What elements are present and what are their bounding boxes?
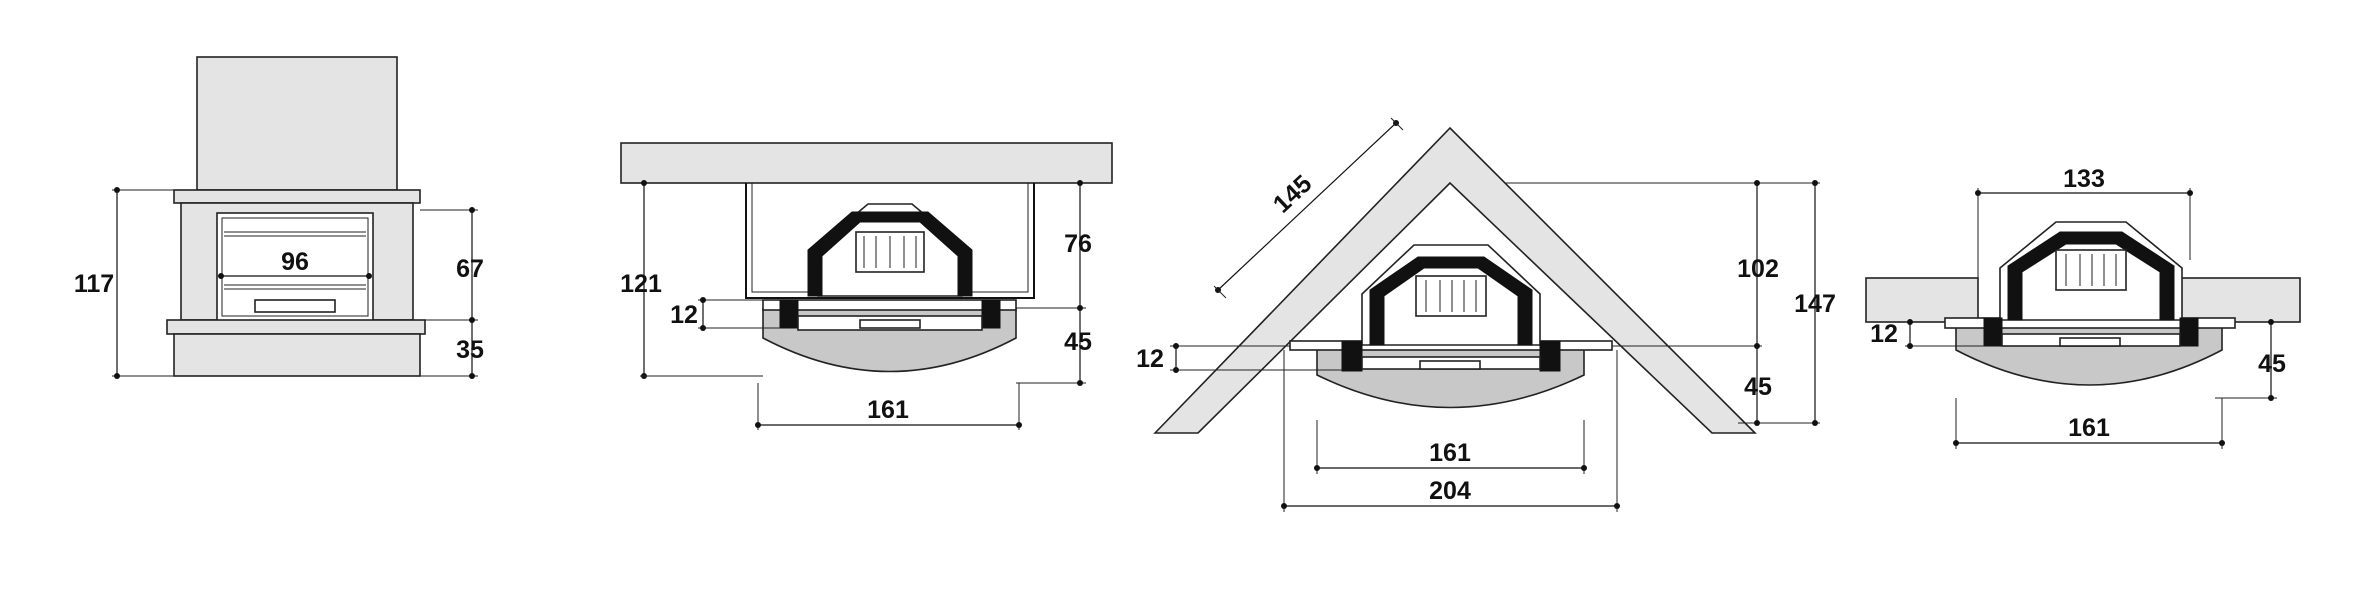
chimney-hood	[196, 56, 398, 191]
dimension-tick	[218, 273, 224, 279]
dimension-tick	[1907, 343, 1913, 349]
dim-inner-width: 161	[1429, 439, 1471, 467]
dim-outer-width: 204	[1429, 477, 1471, 505]
leg-right	[981, 299, 1001, 329]
dimension-tick	[2268, 319, 2274, 325]
dim-depth: 102	[1737, 255, 1779, 283]
dim-side-offset: 12	[1870, 320, 1898, 348]
hearth-slab	[166, 319, 426, 335]
hood-outline	[745, 183, 1035, 299]
dimension-tick	[2268, 395, 2274, 401]
dim-projection: 45	[1064, 328, 1092, 356]
front-elevation-view: 117 96 67 35	[74, 56, 484, 379]
leg-left	[779, 299, 799, 329]
firebox-lining	[2007, 231, 2175, 321]
dim-width: 161	[867, 396, 909, 424]
dim-projection: 45	[2258, 350, 2286, 378]
leg-left	[1983, 317, 2003, 347]
wall-right	[2179, 277, 2301, 323]
wall-recess-view: 133 12 45 161	[1865, 165, 2301, 449]
dimension-tick	[1314, 465, 1320, 471]
dim-upper-height: 67	[456, 255, 484, 283]
dimension-tick	[1173, 367, 1179, 373]
dimension-tick	[1953, 440, 1959, 446]
glass-door-frame	[221, 217, 369, 317]
firebox-lining	[807, 211, 973, 297]
dimension-tick	[1754, 180, 1760, 186]
dimension-tick	[2219, 440, 2225, 446]
flat-wall-view: 121 12 76 45 161	[620, 142, 1113, 430]
dim-depth: 76	[1064, 230, 1092, 258]
dimension-tick	[700, 297, 706, 303]
leg-left	[1341, 340, 1363, 372]
leg-right	[1539, 340, 1561, 372]
dimension-tick	[1077, 180, 1083, 186]
fire-basket	[2055, 249, 2127, 291]
wall-left	[1865, 277, 1979, 323]
leg-right	[2179, 317, 2199, 347]
dimension-tick	[641, 180, 647, 186]
dimension-tick	[469, 373, 475, 379]
dim-side-offset: 12	[670, 301, 698, 329]
dim-height: 121	[620, 270, 662, 298]
dimension-tick	[1975, 190, 1981, 196]
dimension-tick	[469, 317, 475, 323]
dimension-tick	[700, 325, 706, 331]
dimension-tick	[114, 187, 120, 193]
dimension-tick	[1077, 305, 1083, 311]
dimension-tick	[1812, 420, 1818, 426]
dim-total-height: 117	[74, 270, 114, 298]
dimension-tick	[1016, 422, 1022, 428]
dimension-tick	[1754, 420, 1760, 426]
dimension-tick	[1812, 180, 1818, 186]
dimension-line	[1217, 122, 1397, 291]
dim-top-width: 133	[2063, 165, 2105, 193]
dimension-tick	[114, 373, 120, 379]
ash-pan	[859, 319, 921, 329]
dimension-tick	[366, 273, 372, 279]
ash-pan	[1419, 360, 1481, 370]
corner-view: 145 12 102 147 45 161 204	[1136, 117, 1836, 512]
dimension-tick	[755, 422, 761, 428]
fire-basket	[1415, 275, 1487, 317]
extension-line	[1213, 285, 1227, 299]
dim-projection: 45	[1744, 373, 1772, 401]
hearth-base	[173, 333, 421, 377]
dimension-tick	[1907, 319, 1913, 325]
dimension-tick	[1281, 503, 1287, 509]
corner-walls	[1153, 126, 1757, 434]
dimension-tick	[1173, 343, 1179, 349]
ash-drawer	[254, 299, 336, 313]
dim-opening-width: 96	[281, 248, 309, 276]
dimension-tick	[1614, 503, 1620, 509]
dim-side-offset: 12	[1136, 345, 1164, 373]
firebox-lining	[1369, 256, 1533, 346]
ash-pan	[2059, 337, 2121, 347]
dimension-tick	[469, 207, 475, 213]
dim-total-depth: 147	[1794, 290, 1836, 318]
wall-slab	[620, 142, 1113, 184]
hearth-ledge	[762, 299, 1017, 311]
dimension-tick	[1077, 380, 1083, 386]
dimension-tick	[2187, 190, 2193, 196]
dim-width: 161	[2068, 414, 2110, 442]
dimension-tick	[1754, 343, 1760, 349]
dim-diagonal: 145	[1268, 170, 1318, 219]
dim-base-height: 35	[456, 336, 484, 364]
mantel-shelf	[173, 189, 421, 204]
extension-line	[1390, 117, 1404, 131]
dimension-tick	[1581, 465, 1587, 471]
